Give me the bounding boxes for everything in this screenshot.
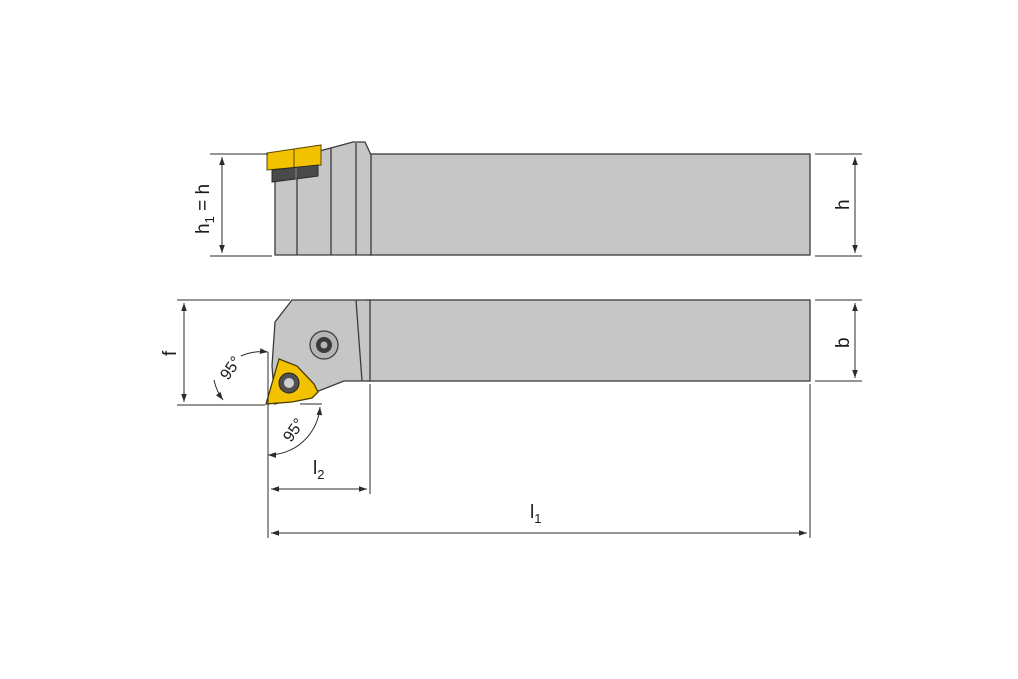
h-label: h [833, 199, 854, 210]
l1-label: l1 [530, 502, 541, 526]
plan-view: f b 95° 95° l2 l1 [160, 299, 862, 538]
top-view-shank [369, 153, 811, 256]
angle-arc-1b [240, 348, 269, 357]
angle-arc-1 [213, 379, 224, 401]
trigon-insert-icon [265, 358, 319, 405]
h1-label: h1 = h [193, 184, 217, 234]
b-label: b [833, 337, 854, 348]
top-view: h1 = h h [193, 141, 862, 257]
angle-arc-2 [267, 406, 323, 458]
angle-1-label: 95° [217, 354, 245, 384]
square-insert-icon [266, 144, 322, 183]
screw-icon [309, 330, 339, 360]
head-edge-line [355, 299, 363, 382]
f-label: f [160, 350, 181, 356]
plan-view-shank [366, 299, 811, 382]
l2-label: l2 [313, 458, 324, 482]
